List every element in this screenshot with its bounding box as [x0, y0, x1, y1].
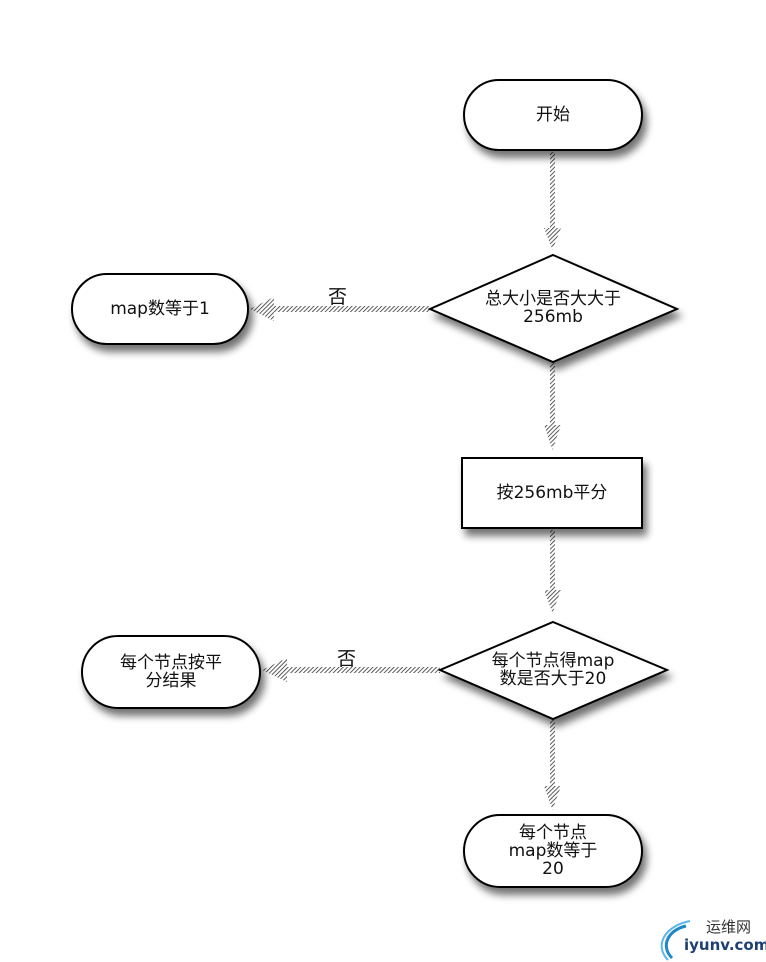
edge-size-check-to-map-one [250, 297, 430, 321]
map-one-node[interactable] [71, 273, 249, 345]
even-split-node[interactable] [81, 635, 261, 709]
per-node-check-decision-node[interactable] [437, 620, 670, 721]
edge-per-node-check-to-even-split [262, 658, 440, 682]
size-check-node-label: 总大小是否大大于 256mb [485, 289, 621, 327]
map-one-node-label: map数等于1 [110, 299, 210, 319]
edge-label-no: 否 [337, 648, 357, 670]
watermark-cn: 运维网 [706, 918, 752, 936]
start-node[interactable] [463, 79, 643, 151]
edge-label-no: 否 [328, 286, 348, 308]
edge-split-to-per-node-check [544, 530, 561, 613]
watermark: 运维网 iyunv.com [656, 912, 766, 958]
watermark-en: iyunv.com [684, 936, 766, 954]
edge-start-to-size-check [544, 152, 561, 250]
per-node-check-node-label: 每个节点得map 数是否大于20 [491, 651, 615, 689]
map-twenty-node[interactable] [463, 814, 643, 888]
even-split-node-label: 每个节点按平 分结果 [120, 653, 222, 691]
watermark-logo-icon [660, 920, 691, 961]
split-256-node-label: 按256mb平分 [496, 483, 608, 503]
split-256-node[interactable] [461, 457, 643, 529]
edge-size-check-to-split [544, 363, 561, 450]
map-twenty-node-label: 每个节点 map数等于 20 [508, 823, 598, 879]
edge-per-node-check-to-map-twenty [544, 720, 561, 810]
size-check-decision-node[interactable] [427, 253, 680, 364]
start-node-label: 开始 [536, 105, 570, 125]
